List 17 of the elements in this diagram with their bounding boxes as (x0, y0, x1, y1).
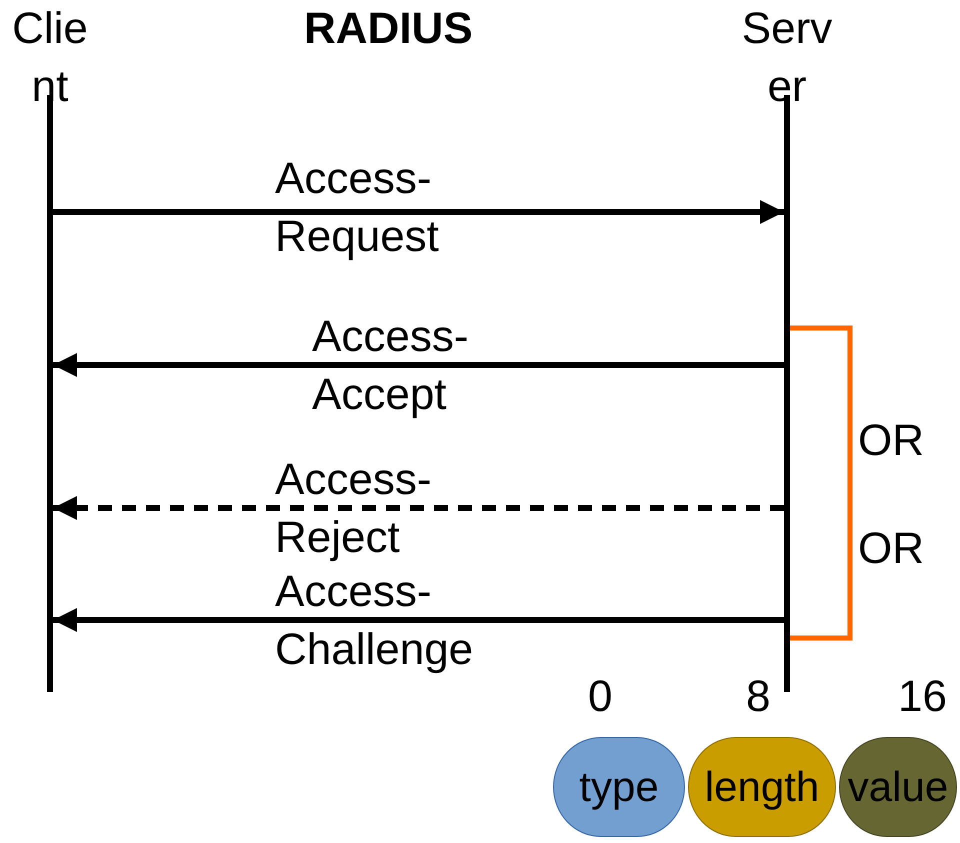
message-arrow (53, 608, 784, 632)
field-segment: type (553, 737, 685, 837)
message-arrow (53, 496, 784, 520)
field-segment: length (688, 737, 836, 837)
or-label: OR (858, 415, 924, 467)
message-label: Access-Reject (275, 454, 432, 564)
bit-offset: 0 (588, 671, 612, 723)
message-arrow (53, 200, 784, 224)
message-label: Access-Challenge (275, 566, 474, 676)
diagram-title: RADIUS (304, 3, 473, 55)
bit-offset: 8 (746, 671, 770, 723)
message-label: Access-Accept (312, 311, 470, 421)
bit-offset: 16 (898, 671, 947, 723)
field-segment: value (839, 737, 957, 837)
message-label: Access-Request (275, 153, 440, 263)
message-arrow (53, 353, 784, 377)
or-label: OR (858, 523, 924, 575)
